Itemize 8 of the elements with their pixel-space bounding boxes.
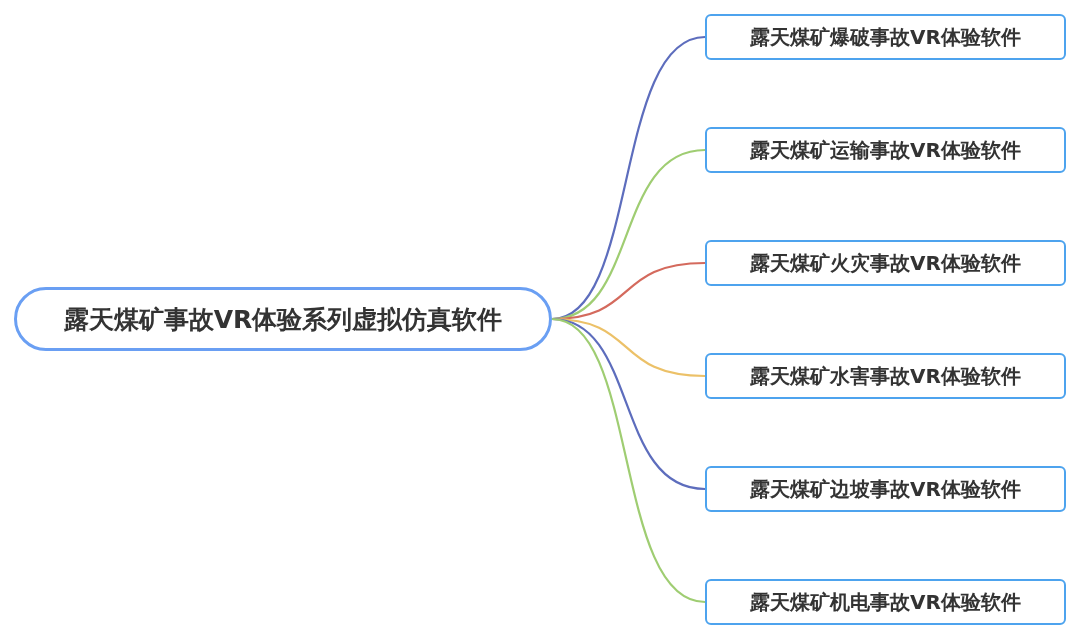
topic-box: 露天煤矿火灾事故VR体验软件 bbox=[705, 240, 1066, 286]
root-topic-box: 露天煤矿事故VR体验系列虚拟仿真软件 bbox=[14, 287, 552, 351]
connector-curve bbox=[551, 317, 706, 604]
topic-box: 露天煤矿边坡事故VR体验软件 bbox=[705, 466, 1066, 512]
topic-box: 露天煤矿爆破事故VR体验软件 bbox=[705, 14, 1066, 60]
topic-box: 露天煤矿运输事故VR体验软件 bbox=[705, 127, 1066, 173]
topic-box: 露天煤矿机电事故VR体验软件 bbox=[705, 579, 1066, 625]
topic-box: 露天煤矿水害事故VR体验软件 bbox=[705, 353, 1066, 399]
